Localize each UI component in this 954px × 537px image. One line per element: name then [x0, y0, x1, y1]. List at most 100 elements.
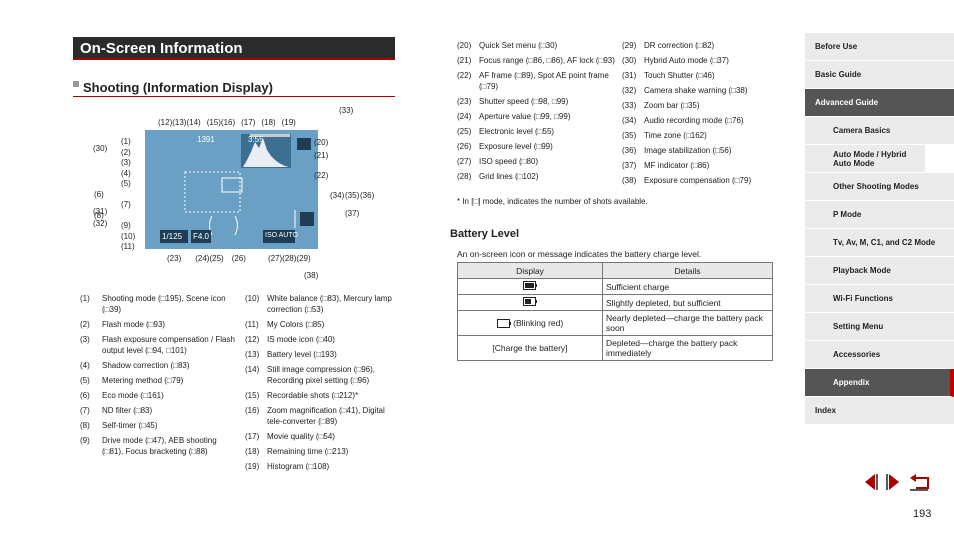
nav-item-p-mode[interactable]: P Mode [805, 201, 954, 229]
list-item: (26)Exposure level (□99) [457, 142, 553, 151]
nav-item-tv-av-m[interactable]: Tv, Av, M, C1, and C2 Mode [805, 229, 954, 257]
list-item: (37)MF indicator (□86) [622, 161, 710, 170]
list-item: (2)Flash mode (□93) [80, 320, 166, 329]
battery-intro: An on-screen icon or message indicates t… [457, 249, 702, 259]
list-item: (22)AF frame (□89), Spot AE point frame … [457, 71, 609, 91]
callout-label: (31) [93, 207, 108, 216]
callout-labels-bottom: (23) (24) (25) (26) (27) (28) (29) [167, 254, 311, 263]
shutter-box [160, 230, 188, 243]
footnote: * In [□] mode, indicates the number of s… [457, 197, 648, 206]
nav-item-accessories[interactable]: Accessories [805, 341, 954, 369]
list-item: (11)My Colors (□85) [245, 320, 325, 329]
lcd-aperture: F4.0 [193, 232, 210, 241]
electronic-level [209, 215, 238, 236]
list-item: (9)Drive mode (□47), AEB shooting (□81),… [80, 436, 217, 456]
list-item: (24)Aperture value (□99, □99) [457, 112, 571, 121]
page-number: 193 [913, 508, 932, 520]
callout-label: (3) [121, 158, 131, 167]
list-item: (20)Quick Set menu (□30) [457, 41, 558, 50]
lcd-count: 1391 [197, 135, 215, 144]
nav-item-basic-guide[interactable]: Basic Guide [805, 61, 954, 89]
prev-page-icon[interactable] [860, 472, 880, 492]
callout-label: (5) [121, 179, 131, 188]
list-item: (38)Exposure compensation (□79) [622, 176, 752, 185]
callout-labels-left: (1) (2) (3) (4) (5) (6) (7) (8) (9) (10)… [94, 137, 136, 253]
callout-label: (7) [121, 200, 131, 209]
list-item: (19)Histogram (□108) [245, 462, 330, 471]
nav-item-setting-menu[interactable]: Setting Menu [805, 313, 954, 341]
nav-item-wifi-functions[interactable]: Wi-Fi Functions [805, 285, 954, 313]
list-item: (1)Shooting mode (□195), Scene icon (□39… [80, 294, 226, 314]
callout-label: (2) [121, 147, 131, 157]
quick-set-icon-box [297, 138, 311, 150]
list-item: (6)Eco mode (□161) [80, 391, 164, 400]
nav-item-camera-basics[interactable]: Camera Basics [805, 117, 954, 145]
nav-item-before-use[interactable]: Before Use [805, 33, 954, 61]
lcd-iso: ISO AUTO [265, 232, 298, 239]
callout-label: (6) [94, 189, 104, 199]
table-header-row: Display Details [457, 262, 773, 279]
list-item: (12)IS mode icon (□40) [245, 335, 335, 344]
list-item: (33)Zoom bar (□35) [622, 101, 700, 110]
battery-low-cell: (Blinking red) [457, 310, 603, 336]
callout-label: (30) [93, 144, 108, 153]
col-header-details: Details [602, 262, 773, 279]
table-cell: Nearly depleted—charge the battery pack … [602, 310, 773, 336]
nav-item-other-shooting-modes[interactable]: Other Shooting Modes [805, 173, 954, 201]
return-icon[interactable] [908, 472, 932, 492]
callout-label: (4) [121, 168, 131, 178]
section-heading: Shooting (Information Display) [73, 80, 395, 97]
list-item: (3)Flash exposure compensation / Flash o… [80, 335, 235, 355]
lcd-shutter: 1/125 [162, 232, 183, 241]
list-item: (5)Metering method (□79) [80, 376, 184, 385]
table-row: Slightly depleted, but sufficient [457, 294, 773, 311]
callout-label: (18) [261, 118, 276, 127]
list-item: (14)Still image compression (□96), Recor… [245, 365, 375, 385]
next-page-icon[interactable] [884, 472, 904, 492]
zoom-bar [250, 134, 290, 137]
list-item: (17)Movie quality (□54) [245, 432, 335, 441]
callout-labels-top: (12)(13)(14) (15)(16) (17) (18) (19) [158, 118, 296, 127]
af-frame [221, 177, 243, 193]
legend-list-4: (29)DR correction (□82) (30)Hybrid Auto … [622, 40, 782, 190]
callout-label: (22) [314, 171, 329, 180]
list-item: (30)Hybrid Auto mode (□37) [622, 56, 729, 65]
list-item: (23)Shutter speed (□98, □99) [457, 97, 569, 106]
table-cell: [Charge the battery] [457, 335, 603, 361]
callout-label: (10) [121, 231, 136, 241]
callout-label: (23) [167, 254, 182, 263]
callout-label: (25) [209, 254, 224, 263]
nav-item-advanced-guide[interactable]: Advanced Guide [805, 89, 954, 117]
table-row: [Charge the battery] Depleted—charge the… [457, 335, 773, 361]
list-item: (7)ND filter (□83) [80, 406, 153, 415]
histogram-plot [243, 138, 289, 167]
iso-box [263, 230, 295, 243]
callout-label: (33) [339, 106, 354, 115]
callout-label: (15)(16) [206, 118, 236, 127]
battery-half-icon [457, 294, 603, 311]
battery-heading: Battery Level [450, 228, 520, 240]
list-item: (4)Shadow correction (□83) [80, 361, 190, 370]
nav-item-playback-mode[interactable]: Playback Mode [805, 257, 954, 285]
table-cell: Slightly depleted, but sufficient [602, 294, 773, 311]
list-item: (13)Battery level (□193) [245, 350, 337, 359]
list-item: (31)Touch Shutter (□46) [622, 71, 715, 80]
battery-full-icon [457, 278, 603, 295]
callout-label: (26) [231, 254, 246, 263]
nav-item-index[interactable]: Index [805, 397, 954, 425]
list-item: (16)Zoom magnification (□41), Digital te… [245, 406, 385, 426]
grid-frame [184, 171, 241, 213]
nav-item-auto-mode[interactable]: Auto Mode / Hybrid Auto Mode [805, 145, 925, 173]
list-item: (29)DR correction (□82) [622, 41, 715, 50]
callout-label: (1) [121, 137, 131, 146]
battery-table: Display Details Sufficient charge Slight… [457, 262, 773, 361]
legend-list-1: (1)Shooting mode (□195), Scene icon (□39… [80, 293, 240, 461]
callout-label: (28) [282, 254, 297, 263]
battery-empty-icon [496, 319, 511, 329]
callout-label: (27) [267, 254, 283, 263]
list-item: (35)Time zone (□162) [622, 131, 707, 140]
nav-item-appendix[interactable]: Appendix [805, 369, 954, 397]
callout-label: (17) [241, 118, 256, 127]
callout-label: (35) [345, 191, 360, 200]
callout-label: (29) [296, 254, 311, 263]
